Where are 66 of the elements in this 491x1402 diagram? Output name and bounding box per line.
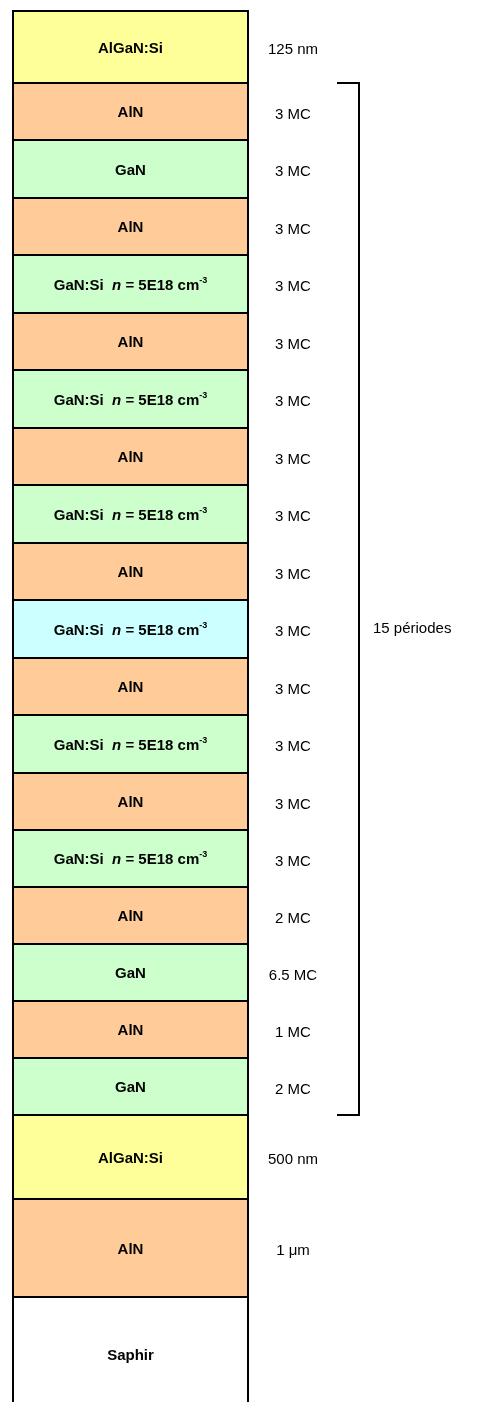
- thickness-label: 3 MC: [275, 564, 311, 581]
- layer-box: [12, 542, 249, 601]
- thickness-label: 3 MC: [275, 449, 311, 466]
- layer-box: [12, 1114, 249, 1200]
- layer-box: [12, 1000, 249, 1059]
- thickness-label: 2 MC: [275, 1079, 311, 1096]
- thickness-label: 6.5 MC: [268, 965, 318, 982]
- thickness-label: 3 MC: [275, 161, 311, 179]
- layer-box: [12, 829, 249, 888]
- layer-label: AlN: [117, 218, 144, 235]
- thickness-label: 3 MC: [275, 736, 311, 754]
- layer-box: [12, 369, 249, 429]
- layer-box: [12, 599, 249, 659]
- thickness-label: 3 MC: [275, 506, 311, 524]
- layer-label: AlN: [117, 1021, 144, 1038]
- layer-box: [12, 312, 249, 371]
- thickness-label: 3 MC: [275, 621, 311, 639]
- layer-label: GaN: [115, 160, 146, 178]
- layer-label: GaN:Si n = 5E18 cm$^{-3}$: [53, 390, 208, 408]
- layer-box: [12, 254, 249, 314]
- layer-box: [12, 484, 249, 544]
- layer-label: AlN: [117, 333, 144, 350]
- layer-label: GaN:Si n = 5E18 cm$^{-3}$: [53, 620, 208, 638]
- layer-label: AlN: [117, 907, 144, 924]
- thickness-label: 3 MC: [275, 219, 311, 236]
- thickness-label: 1 MC: [275, 1022, 311, 1039]
- layer-box: [12, 772, 249, 831]
- layer-label: AlGaN:Si: [98, 38, 163, 56]
- thickness-label: 3 MC: [275, 391, 311, 409]
- layer-box: [12, 886, 249, 945]
- layer-label: AlN: [117, 448, 144, 465]
- layer-box: [12, 943, 249, 1002]
- layer-box: [12, 1057, 249, 1116]
- layer-label: GaN: [115, 1078, 146, 1095]
- layer-label: GaN:Si n = 5E18 cm$^{-3}$: [53, 735, 208, 753]
- thickness-label: 125 nm: [268, 39, 318, 57]
- layer-box: [12, 139, 249, 199]
- layer-label: GaN:Si n = 5E18 cm$^{-3}$: [53, 275, 208, 293]
- thickness-label: 3 MC: [275, 679, 311, 696]
- layer-box: [12, 1198, 249, 1298]
- layer-box: [12, 427, 249, 486]
- layer-label: AlN: [117, 793, 144, 810]
- layer-label: GaN:Si n = 5E18 cm$^{-3}$: [53, 850, 208, 867]
- layer-label: AlN: [117, 103, 144, 120]
- layer-label: GaN: [115, 964, 146, 981]
- layer-label: AlN: [117, 678, 144, 695]
- layer-label: AlGaN:Si: [98, 1148, 163, 1166]
- layer-box: [12, 197, 249, 256]
- layer-label: Saphir: [107, 1346, 154, 1363]
- thickness-label: 3 MC: [275, 851, 311, 868]
- layer-label: GaN:Si n = 5E18 cm$^{-3}$: [53, 505, 208, 523]
- layer-box: [12, 82, 249, 141]
- layer-box: [12, 657, 249, 716]
- thickness-label: 1 μm: [276, 1240, 310, 1258]
- layer-label: AlN: [117, 1239, 144, 1257]
- layer-box: [12, 1296, 249, 1402]
- layer-label: AlN: [117, 563, 144, 580]
- thickness-label: 3 MC: [275, 276, 311, 294]
- thickness-label: 3 MC: [275, 104, 311, 121]
- thickness-label: 3 MC: [275, 794, 311, 811]
- layer-box: [12, 10, 249, 84]
- thickness-label: 500 nm: [268, 1149, 318, 1167]
- thickness-label: 2 MC: [275, 908, 311, 925]
- period-count-label: 15 périodes: [373, 619, 452, 636]
- layer-box: [12, 714, 249, 774]
- thickness-label: 3 MC: [275, 334, 311, 351]
